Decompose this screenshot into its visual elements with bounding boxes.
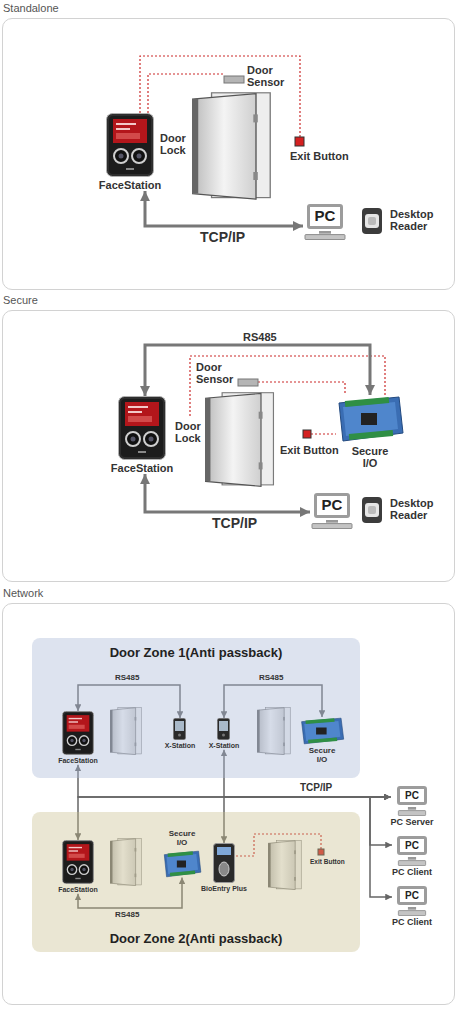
- x-station-device: X-Station: [209, 718, 240, 750]
- pc-screen: PC: [307, 204, 344, 229]
- sio-icon: [299, 717, 345, 745]
- connector: [145, 474, 310, 512]
- pc-label: PC Client: [392, 918, 432, 928]
- face-icon: [118, 396, 166, 460]
- part-label: Door Sensor: [247, 64, 287, 88]
- zone-title: Door Zone 1(Anti passback): [110, 646, 283, 660]
- pc-text: PC: [405, 790, 419, 801]
- pc-icon: PC PC Client: [392, 836, 432, 878]
- sio-icon: [335, 395, 405, 443]
- reader-icon: [362, 497, 382, 523]
- x-station-device: X-Station: [165, 718, 196, 750]
- desktop-reader: Desktop Reader: [362, 208, 446, 234]
- connector-label: RS485: [115, 674, 139, 683]
- connector-label: TCP/IP: [300, 782, 332, 793]
- face-icon: [106, 113, 154, 177]
- pc-screen: PC: [314, 493, 351, 518]
- pc-screen: PC: [397, 836, 427, 855]
- pc-text: PC: [315, 208, 336, 225]
- xst-icon: [173, 718, 186, 740]
- pc-icon: PC PC Client: [392, 886, 432, 928]
- pc-base: [310, 520, 354, 529]
- secure-io-board: Secure I/O: [335, 395, 405, 469]
- part-label: Exit Button: [280, 444, 339, 456]
- facestation-device: FaceStation: [58, 840, 98, 894]
- device-label: Desktop Reader: [390, 497, 446, 521]
- device-label: X-Station: [165, 742, 196, 750]
- device-label: X-Station: [209, 742, 240, 750]
- part-label: Door Lock: [160, 132, 188, 156]
- connector-label: RS485: [243, 331, 277, 343]
- part-label: Exit Button: [310, 858, 345, 865]
- face-icon: [62, 711, 94, 755]
- pc-base: [397, 857, 427, 866]
- facestation-device: FaceStation: [99, 113, 161, 191]
- pc-icon: PC: [303, 204, 347, 240]
- device-label: Secure I/O: [306, 747, 338, 765]
- pc-base: [397, 807, 427, 816]
- device-label: FaceStation: [58, 886, 98, 894]
- section-heading: Secure: [3, 294, 38, 306]
- xst-icon: [217, 718, 230, 740]
- device-label: FaceStation: [111, 462, 173, 474]
- device-label: Secure I/O: [348, 445, 392, 469]
- pc-base: [303, 231, 347, 240]
- device-label: Desktop Reader: [390, 208, 446, 232]
- pc-text: PC: [405, 890, 419, 901]
- bio-icon: [213, 843, 235, 883]
- device-label: Secure I/O: [166, 830, 198, 848]
- desktop-reader: Desktop Reader: [362, 497, 446, 523]
- connector: [370, 797, 392, 897]
- door-zone: Door Zone 1(Anti passback) FaceStation X-S…: [32, 638, 360, 778]
- face-icon: [62, 840, 94, 884]
- section-panel: StandaloneFaceStationPCDesktop Reader: [2, 18, 455, 290]
- pc-screen: PC: [397, 886, 427, 905]
- section-panel: SecureFaceStationSecure I/OPCDesktop Rea…: [2, 310, 455, 582]
- connector-label: TCP/IP: [212, 516, 257, 531]
- facestation-device: FaceStation: [111, 396, 173, 474]
- sio-icon: [162, 850, 202, 878]
- part-label: Door Lock: [175, 420, 203, 444]
- reader-icon: [362, 208, 382, 234]
- connector: [370, 797, 392, 845]
- pc-text: PC: [322, 497, 343, 514]
- zone-title: Door Zone 2(Anti passback): [110, 932, 283, 946]
- section-heading: Network: [3, 587, 43, 599]
- part-label: Exit Button: [290, 150, 349, 162]
- pc-icon: PC: [310, 493, 354, 529]
- facestation-device: FaceStation: [58, 711, 98, 765]
- pc-screen: PC: [397, 786, 427, 805]
- connector: [145, 345, 370, 396]
- bioentry-device: BioEntry Plus: [201, 843, 247, 893]
- secure-io-board: Secure I/O: [162, 830, 202, 878]
- connector: [145, 191, 303, 226]
- pc-text: PC: [405, 840, 419, 851]
- secure-io-board: Secure I/O: [299, 717, 345, 765]
- pc-label: PC Server: [390, 818, 433, 828]
- connector-label: RS485: [115, 911, 139, 920]
- device-label: BioEntry Plus: [201, 885, 247, 893]
- connector-label: RS485: [259, 674, 283, 683]
- door-zone: Door Zone 2(Anti passback) FaceStation Sec…: [32, 812, 360, 952]
- part-label: Door Sensor: [196, 361, 234, 385]
- device-label: FaceStation: [99, 179, 161, 191]
- section-panel: NetworkDoor Zone 1(Anti passback)FaceSta…: [2, 603, 455, 1005]
- connector-label: TCP/IP: [200, 230, 245, 245]
- device-label: FaceStation: [58, 757, 98, 765]
- section-heading: Standalone: [3, 2, 59, 14]
- pc-label: PC Client: [392, 868, 432, 878]
- pc-icon: PC PC Server: [390, 786, 433, 828]
- pc-base: [397, 907, 427, 916]
